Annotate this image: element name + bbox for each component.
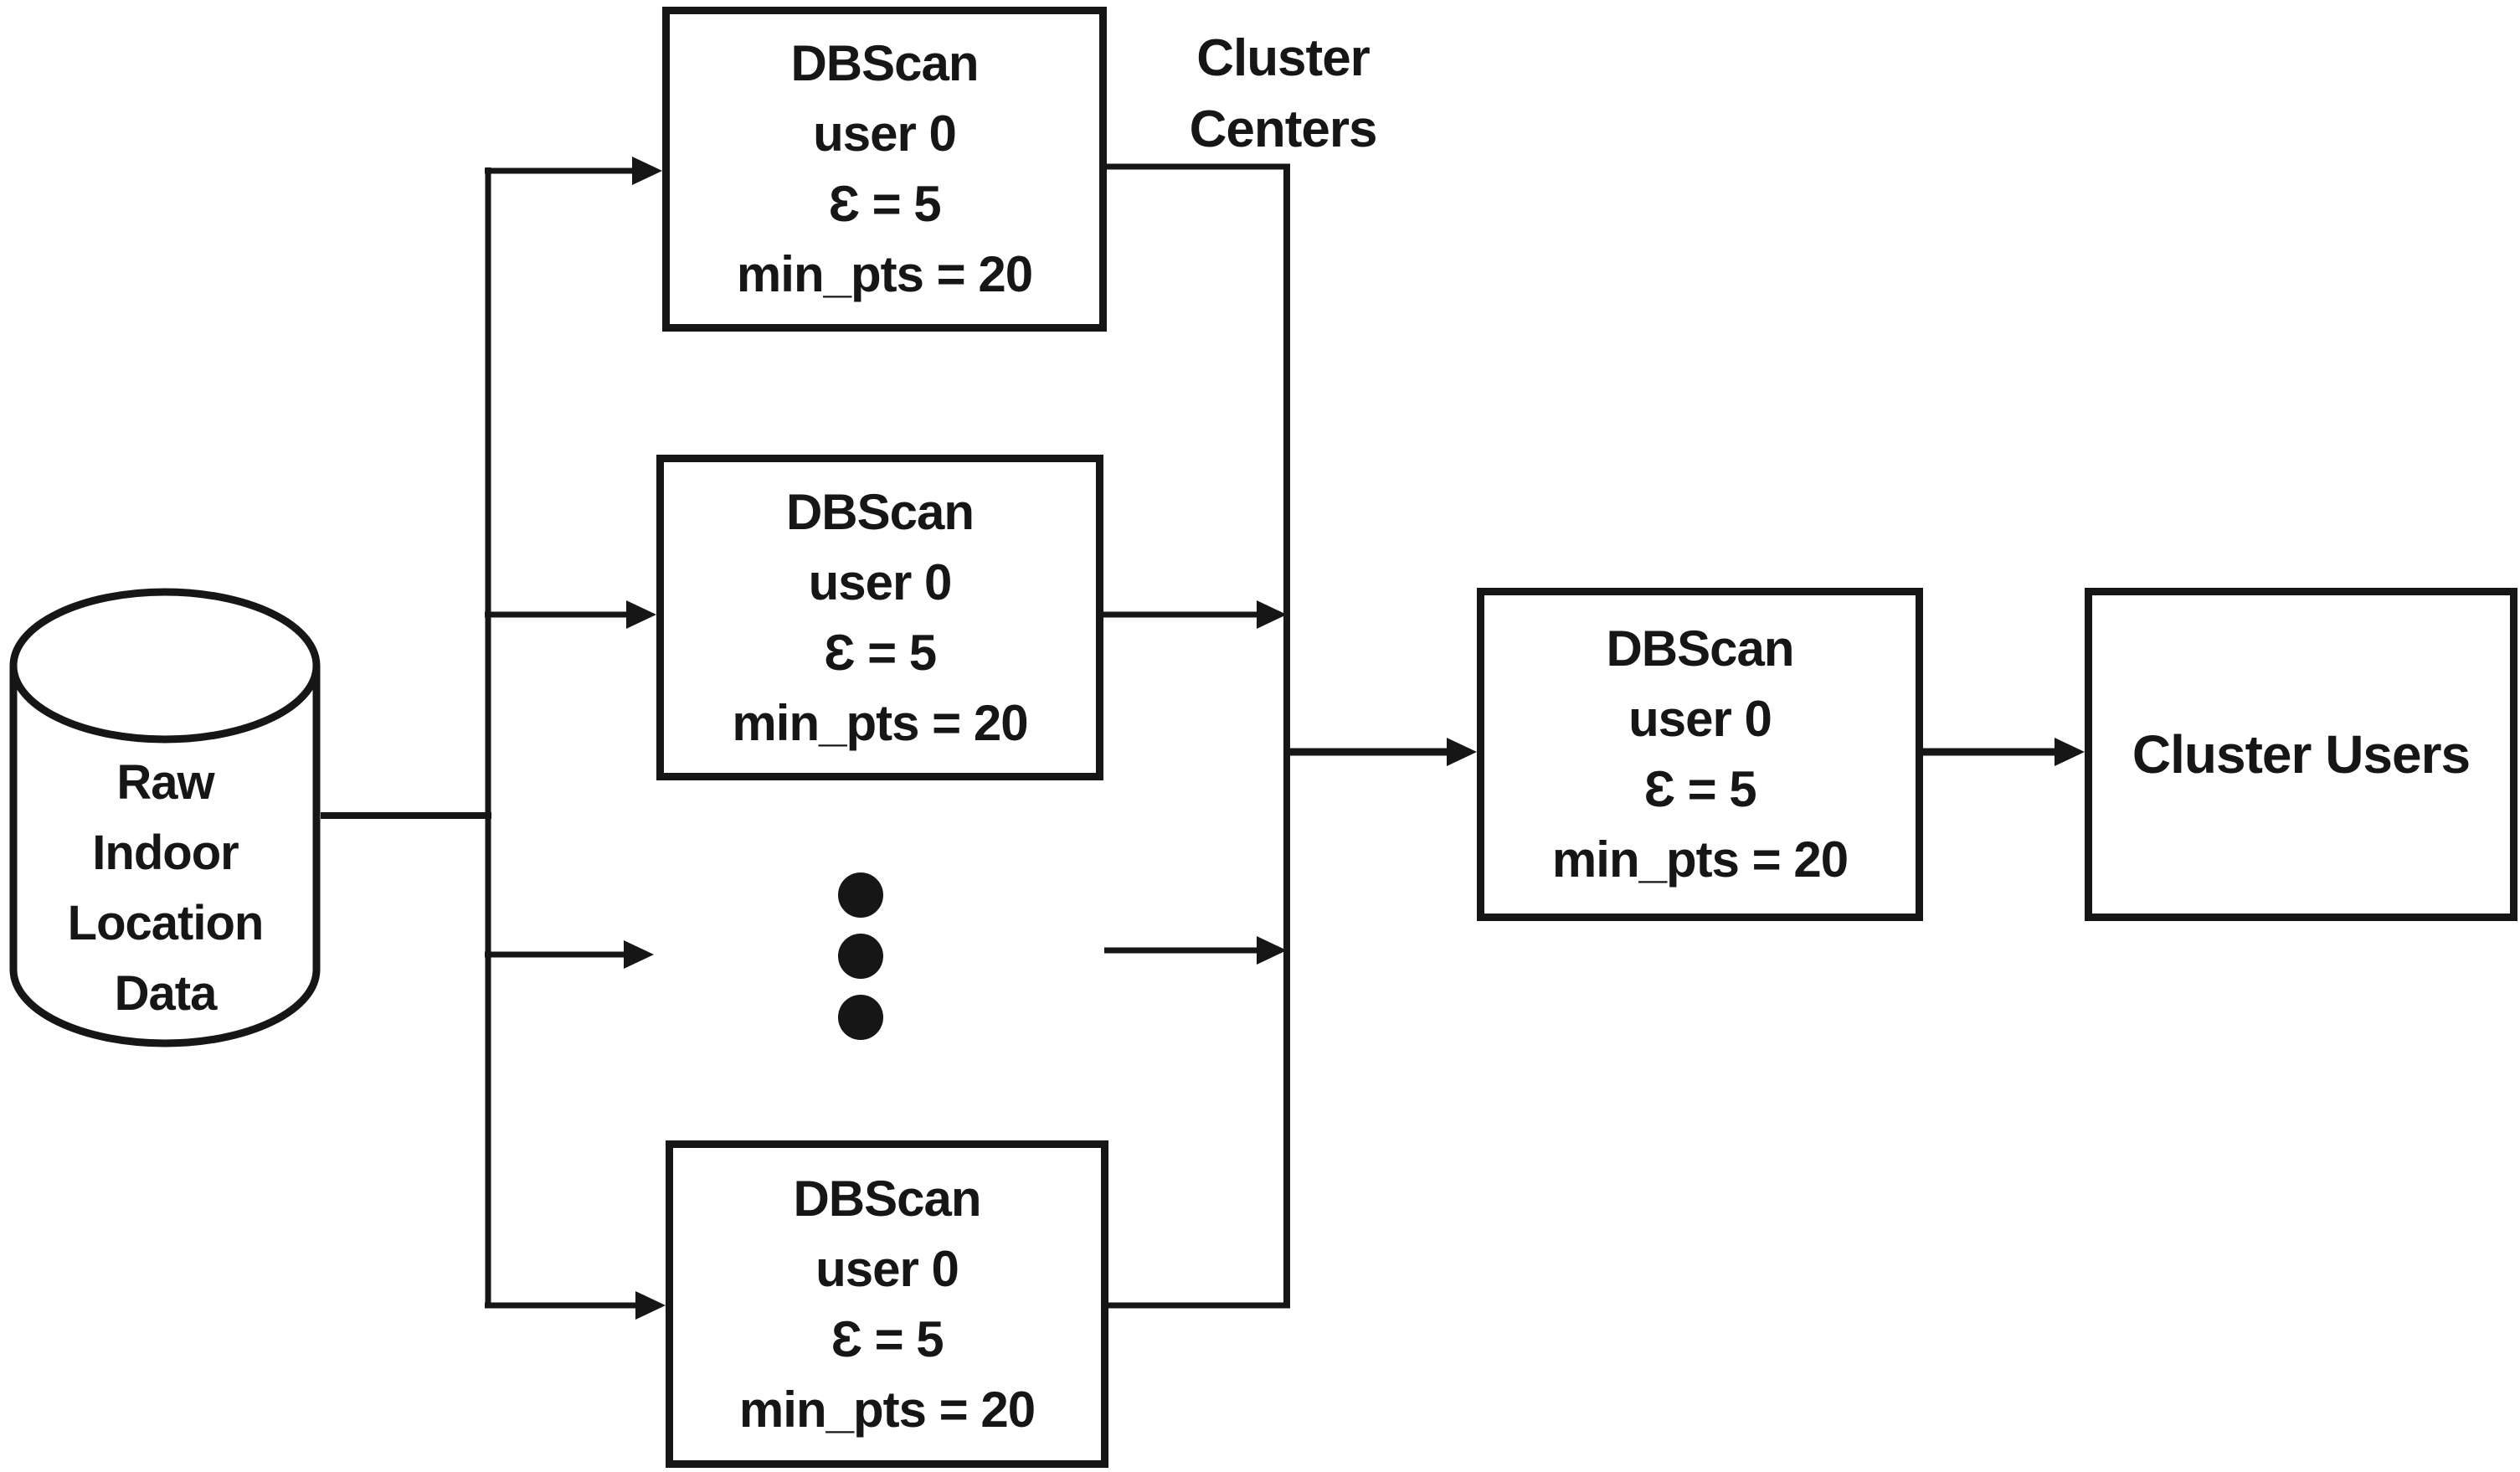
box-text-line: min_pts = 20 xyxy=(732,694,1028,751)
worker-middle-box: DBScan user 0 Ɛ = 5 min_pts = 20 xyxy=(656,455,1103,780)
ellipsis-dot xyxy=(838,995,883,1040)
cluster-users-label: Cluster Users xyxy=(2132,724,2471,785)
vertical-ellipsis-dots xyxy=(838,872,883,1040)
source-label-line: Location xyxy=(67,896,265,950)
worker-bottom-box: DBScan user 0 Ɛ = 5 min_pts = 20 xyxy=(666,1140,1108,1468)
box-text-line: Ɛ = 5 xyxy=(831,1310,944,1367)
source-cylinder-label: Raw Indoor Location Data xyxy=(10,748,321,1029)
box-text-line: Ɛ = 5 xyxy=(823,624,937,681)
ellipsis-dot xyxy=(838,872,883,918)
merge-dbscan-box: DBScan user 0 Ɛ = 5 min_pts = 20 xyxy=(1477,588,1923,921)
box-text-line: min_pts = 20 xyxy=(736,246,1033,302)
cylinder-top-cap xyxy=(9,588,321,744)
cluster-centers-label: Cluster Centers xyxy=(1189,23,1378,165)
box-text-line: DBScan xyxy=(1606,620,1794,677)
box-text-line: user 0 xyxy=(813,106,957,162)
box-text-line: min_pts = 20 xyxy=(738,1381,1036,1438)
ellipsis-dot xyxy=(838,934,883,979)
box-text-line: user 0 xyxy=(815,1240,959,1297)
box-text-line: user 0 xyxy=(1628,691,1772,747)
box-text-line: min_pts = 20 xyxy=(1551,831,1849,888)
box-text-line: Ɛ = 5 xyxy=(828,176,941,232)
box-text-line: DBScan xyxy=(793,1170,981,1227)
database-cylinder-icon xyxy=(9,588,321,1047)
box-text-line: DBScan xyxy=(790,35,979,91)
cluster-centers-line: Centers xyxy=(1189,100,1378,158)
box-text-line: DBScan xyxy=(785,483,975,540)
cluster-centers-line: Cluster xyxy=(1196,29,1371,87)
cluster-users-box: Cluster Users xyxy=(2085,588,2517,921)
source-label-line: Raw xyxy=(116,755,214,810)
box-text-line: Ɛ = 5 xyxy=(1643,761,1756,817)
source-label-line: Indoor xyxy=(92,826,239,880)
box-text-line: user 0 xyxy=(808,553,953,610)
worker-top-box: DBScan user 0 Ɛ = 5 min_pts = 20 xyxy=(662,7,1107,332)
source-label-line: Data xyxy=(114,966,218,1021)
